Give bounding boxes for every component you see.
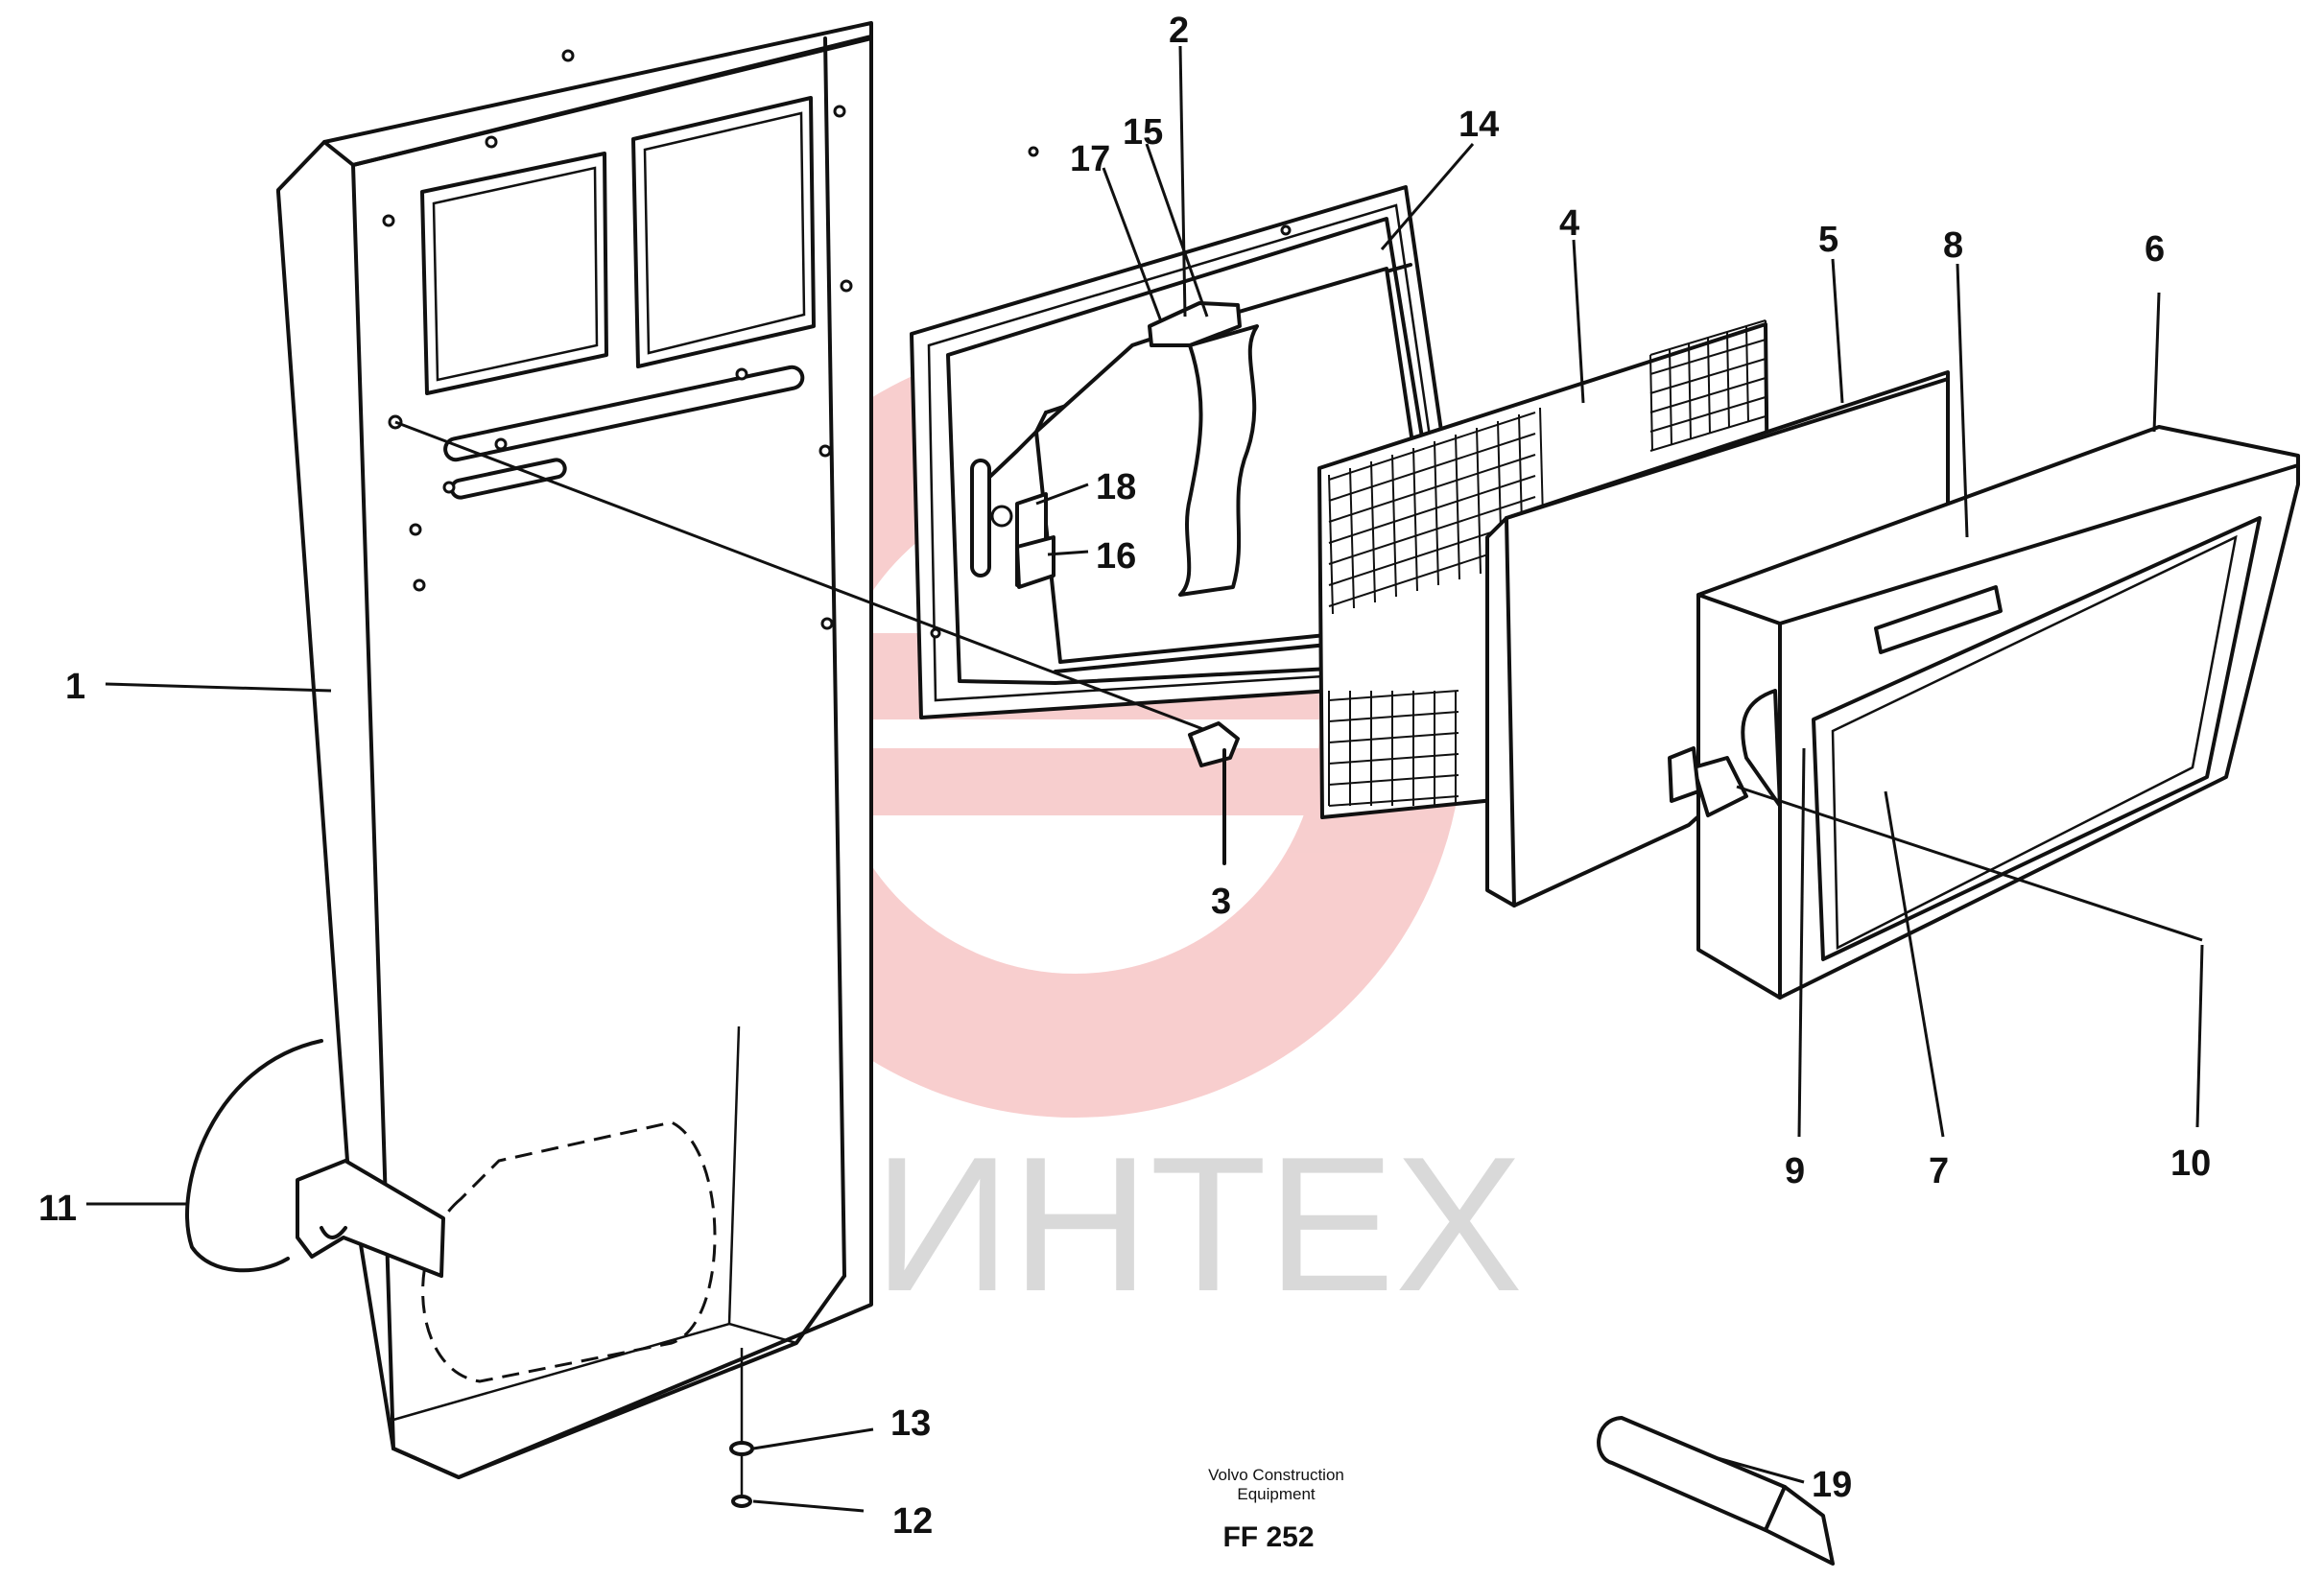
callout-labels: 1 2 3 4 5 6 7 8 9 10 11 12 13 14 15 16 1… xyxy=(38,11,2211,1542)
callout-7: 7 xyxy=(1929,1151,1949,1191)
diagram-code: FF 252 xyxy=(1222,1521,1314,1553)
caption-line-1: Volvo Construction xyxy=(1208,1466,1344,1484)
caption-line-2: Equipment xyxy=(1237,1485,1316,1503)
callout-10: 10 xyxy=(2170,1143,2211,1184)
callout-12: 12 xyxy=(892,1501,933,1542)
callout-18: 18 xyxy=(1096,467,1136,507)
callout-2: 2 xyxy=(1169,11,1189,51)
callout-9: 9 xyxy=(1785,1151,1805,1191)
part-12-13-screw-washer xyxy=(729,1348,754,1508)
part-19-sealant-tube xyxy=(1597,1416,1835,1566)
part-6-housing xyxy=(1668,425,2300,1000)
callout-16: 16 xyxy=(1096,536,1136,577)
callout-6: 6 xyxy=(2145,229,2165,270)
part-11-spring-wire xyxy=(185,1039,323,1273)
callout-4: 4 xyxy=(1559,203,1579,244)
callout-11: 11 xyxy=(38,1189,77,1229)
callout-3: 3 xyxy=(1211,882,1231,922)
part-3-bolt xyxy=(394,420,1240,865)
callout-5: 5 xyxy=(1818,220,1838,260)
callout-19: 19 xyxy=(1812,1465,1852,1505)
callout-13: 13 xyxy=(890,1403,931,1444)
watermark-text: ИНТЕХ xyxy=(873,1118,1523,1332)
callout-15: 15 xyxy=(1123,112,1163,153)
callout-17: 17 xyxy=(1070,139,1110,179)
part-1-door-panel xyxy=(276,21,873,1479)
callout-1: 1 xyxy=(65,667,85,707)
callout-8: 8 xyxy=(1943,225,1963,266)
leader-lines xyxy=(86,45,2204,1513)
callout-14: 14 xyxy=(1458,105,1499,145)
